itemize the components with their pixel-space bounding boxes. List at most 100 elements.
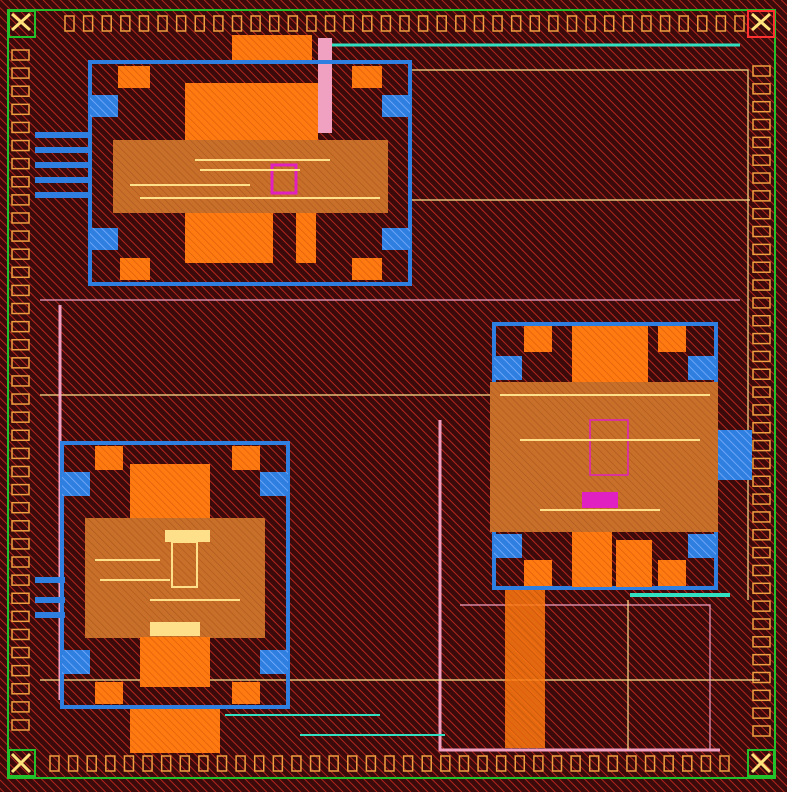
io-pad	[752, 404, 771, 416]
io-pad	[588, 755, 600, 772]
io-pad	[11, 465, 30, 478]
io-pad	[11, 520, 30, 532]
io-pad	[11, 701, 30, 713]
io-pad	[510, 15, 522, 32]
io-pad	[402, 755, 414, 772]
corner-mark	[751, 12, 771, 32]
io-pad	[752, 511, 771, 523]
io-pad	[213, 15, 224, 32]
io-pad	[11, 248, 30, 260]
io-pad	[253, 755, 265, 772]
io-pad	[11, 67, 30, 79]
io-pad	[752, 493, 771, 505]
io-pad	[11, 393, 30, 405]
io-pad	[607, 755, 619, 772]
io-pad	[417, 15, 429, 32]
corner-top-right	[747, 10, 775, 38]
io-pad	[752, 689, 771, 702]
corner-bottom-right	[747, 749, 775, 777]
io-pad	[752, 279, 771, 291]
io-pad	[719, 755, 730, 772]
io-pad	[198, 755, 209, 772]
io-pad	[157, 15, 168, 32]
io-pad	[678, 15, 689, 32]
io-pad	[548, 15, 559, 32]
io-pad	[250, 15, 261, 32]
io-pad	[101, 15, 112, 32]
io-pad	[11, 338, 30, 351]
io-pad	[622, 15, 634, 32]
io-pad	[138, 15, 150, 32]
io-pad	[644, 755, 656, 772]
macro-block-top-left[interactable]	[88, 60, 412, 286]
macro-block-right[interactable]	[490, 322, 752, 590]
io-pad	[477, 755, 488, 772]
io-pad	[291, 755, 302, 772]
io-pad	[11, 157, 30, 170]
corner-bottom-left	[8, 749, 36, 777]
io-pad	[495, 755, 507, 772]
io-pad	[11, 610, 30, 623]
corner-mark	[10, 752, 32, 774]
macro-block-bottom-left[interactable]	[60, 441, 290, 709]
io-pad	[11, 646, 30, 659]
io-pad	[752, 600, 771, 612]
io-pad	[533, 755, 544, 772]
io-pad	[659, 15, 671, 32]
io-pad	[11, 230, 30, 242]
io-pad	[752, 618, 771, 630]
io-pad	[436, 15, 447, 32]
io-pad	[11, 592, 30, 604]
io-pad	[287, 15, 299, 32]
io-pad	[11, 501, 30, 514]
io-pad	[343, 15, 354, 32]
io-pad	[752, 582, 771, 595]
io-pad	[752, 190, 771, 202]
io-pad	[752, 475, 771, 488]
io-pad	[175, 15, 187, 32]
io-pad	[272, 755, 284, 772]
io-pad	[179, 755, 191, 772]
io-pad	[734, 15, 745, 32]
io-pad	[529, 15, 541, 32]
io-pad	[142, 755, 153, 772]
io-pad	[216, 755, 228, 772]
io-pad	[11, 483, 30, 496]
io-pad	[362, 15, 373, 32]
io-pad	[566, 15, 578, 32]
io-pad	[11, 683, 30, 695]
io-pad	[752, 350, 771, 363]
io-pad	[752, 207, 771, 220]
corner-top-left	[8, 10, 36, 38]
io-pad	[752, 671, 771, 684]
io-pad	[752, 332, 771, 345]
io-pad	[11, 85, 30, 97]
io-pad	[752, 368, 771, 380]
io-pad	[682, 755, 693, 772]
io-pad	[11, 357, 30, 369]
io-pad	[11, 284, 30, 297]
io-pad	[752, 564, 771, 577]
io-pad	[697, 15, 708, 32]
io-pad	[752, 65, 771, 77]
io-pad	[752, 636, 771, 648]
io-pad	[11, 538, 30, 550]
corner-mark	[11, 12, 31, 32]
corner-cells	[8, 10, 775, 777]
io-pad	[752, 529, 771, 541]
io-pad	[11, 320, 30, 333]
io-pad	[11, 375, 30, 387]
io-pad	[11, 212, 30, 224]
io-pad	[514, 755, 526, 772]
io-pad	[752, 225, 771, 238]
io-pad	[752, 422, 771, 434]
io-pad	[752, 243, 771, 256]
io-pad	[641, 15, 652, 32]
io-pad	[64, 15, 75, 32]
io-pad	[11, 556, 30, 568]
chip-boundary	[7, 9, 776, 779]
io-pad	[11, 447, 30, 460]
io-pad	[752, 154, 771, 166]
io-pad	[11, 302, 30, 315]
